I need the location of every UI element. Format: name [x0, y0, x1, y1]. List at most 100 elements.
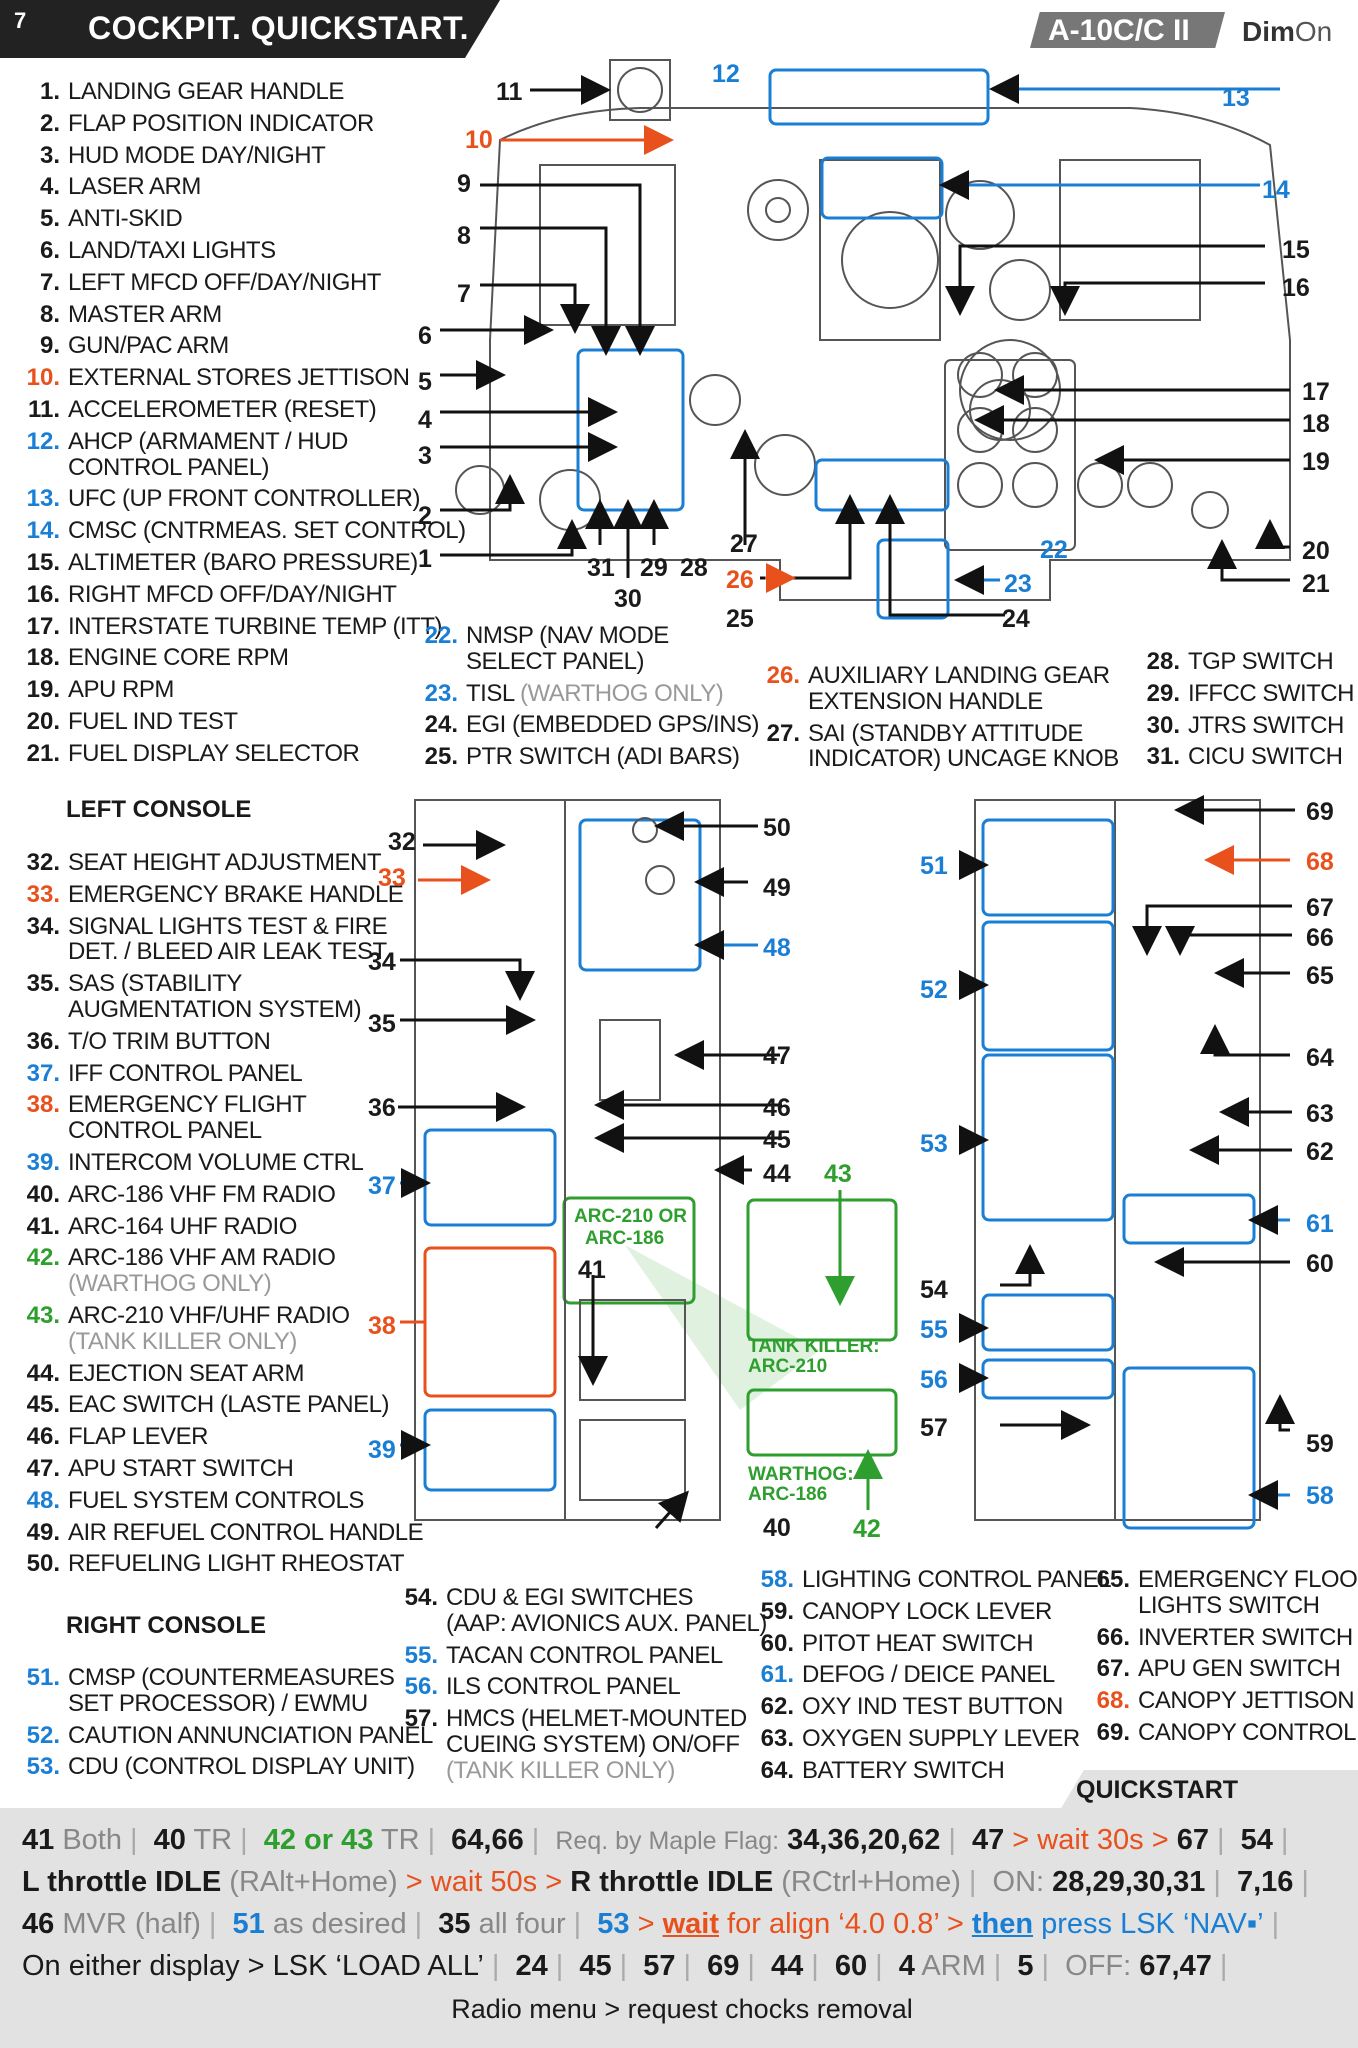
right-console-title: RIGHT CONSOLE	[66, 1612, 267, 1639]
callout-25: 25	[726, 605, 754, 633]
callout-42: 42	[853, 1515, 881, 1543]
callout-67: 67	[1306, 894, 1334, 922]
legend-number: 23.	[424, 679, 458, 707]
legend-item: 15.ALTIMETER (BARO PRESSURE)	[16, 547, 466, 579]
callout-20: 20	[1302, 537, 1330, 565]
legend-text: JTRS SWITCH	[1188, 711, 1344, 739]
legend-number: 35.	[26, 970, 60, 998]
legend-item: 61.DEFOG / DEICE PANEL	[754, 1659, 1111, 1691]
legend-text: PTR SWITCH (ADI BARS)	[466, 743, 740, 771]
legend-number: 8.	[39, 300, 60, 328]
legend-number: 59.	[760, 1597, 794, 1625]
legend-number: 28.	[1146, 648, 1180, 675]
callout-34: 34	[368, 948, 396, 976]
legend-item: 48.FUEL SYSTEM CONTROLS	[16, 1485, 423, 1517]
legend-number: 32.	[26, 849, 60, 876]
legend-number: 51.	[26, 1664, 60, 1691]
legend-item: 14.CMSC (CNTRMEAS. SET CONTROL)	[16, 515, 466, 547]
callout-47: 47	[763, 1042, 791, 1070]
sequence-line-5: Radio menu > request chocks removal	[451, 1994, 913, 2024]
legend-item: 8. MASTER ARM	[16, 299, 466, 331]
right-console-drawing	[974, 799, 1261, 1521]
callout-5: 5	[418, 368, 432, 396]
legend-number: 47.	[26, 1454, 60, 1482]
legend-text: AIR REFUEL CONTROL HANDLE	[68, 1518, 424, 1546]
legend-number: 64.	[760, 1756, 794, 1784]
legend-number: 4.	[39, 173, 60, 201]
warthog-label-2: ARC-186	[748, 1484, 827, 1505]
defog-box	[1122, 1193, 1256, 1245]
legend-item: 66.INVERTER SWITCH	[1090, 1622, 1358, 1654]
legend-item: 3.HUD MODE DAY/NIGHT	[16, 140, 466, 172]
legend-text: FUEL SYSTEM CONTROLS	[68, 1486, 364, 1514]
legend-text: APU GEN SWITCH	[1138, 1655, 1341, 1683]
legend-text: EAC SWITCH (LASTE PANEL)	[68, 1391, 389, 1419]
legend-text: LEFT MFCD OFF/DAY/NIGHT	[68, 268, 381, 296]
legend-item: 31.CICU SWITCH	[1140, 741, 1354, 773]
legend-item: 45.EAC SWITCH (LASTE PANEL)	[16, 1389, 423, 1421]
legend-number: 40.	[26, 1180, 60, 1208]
callout-57: 57	[920, 1414, 948, 1442]
legend-number: 69.	[1096, 1718, 1130, 1746]
legend-text: LASER ARM	[68, 173, 201, 201]
legend-text: EGI (EMBEDDED GPS/INS)	[466, 711, 760, 739]
header-bar	[0, 0, 500, 58]
legend-text: TACAN CONTROL PANEL	[446, 1641, 723, 1669]
legend-text: MASTER ARM	[68, 300, 222, 328]
callout-45: 45	[763, 1126, 791, 1154]
legend-text: UFC (UP FRONT CONTROLLER)	[68, 485, 420, 513]
callout-65: 65	[1306, 962, 1334, 990]
legend-text: ENGINE CORE RPM	[68, 644, 289, 672]
page-number: 7	[14, 8, 27, 33]
legend-item: 16.RIGHT MFCD OFF/DAY/NIGHT	[16, 579, 466, 611]
legend-item: 56.ILS CONTROL PANEL	[398, 1671, 767, 1703]
callout-23: 23	[1004, 570, 1032, 598]
caution-box	[981, 920, 1115, 1052]
legend-item: 55.TACAN CONTROL PANEL	[398, 1640, 767, 1672]
callout-1: 1	[418, 545, 432, 573]
sequence-tab	[1060, 1770, 1358, 1810]
legend-item: 68.CANOPY JETTISON	[1090, 1685, 1358, 1717]
callout-51: 51	[920, 852, 948, 880]
legend-item: 33.EMERGENCY BRAKE HANDLE	[16, 879, 423, 911]
legend-text: ALTIMETER (BARO PRESSURE)	[68, 548, 418, 576]
legend-number: 38.	[26, 1091, 60, 1119]
legend-number: 30.	[1146, 711, 1180, 739]
legend-item: 63.OXYGEN SUPPLY LEVER	[754, 1723, 1111, 1755]
page-title: COCKPIT. QUICKSTART.	[88, 10, 469, 46]
callout-68: 68	[1306, 848, 1334, 876]
ufc-box	[768, 68, 990, 126]
legend-text: EMERGENCY BRAKE HANDLE	[68, 880, 404, 908]
callout-63: 63	[1306, 1100, 1334, 1128]
legend-text: CAUTION ANNUNCIATION PANEL	[68, 1721, 433, 1749]
legend-text: RIGHT MFCD OFF/DAY/NIGHT	[68, 580, 397, 608]
legend-number: 27.	[766, 719, 800, 747]
legend-text: CICU SWITCH	[1188, 743, 1343, 771]
callout-52: 52	[920, 976, 948, 1004]
legend-item: 29.IFFCC SWITCH	[1140, 678, 1355, 710]
legend-text: ACCELEROMETER (RESET)	[68, 395, 377, 423]
callout-35: 35	[368, 1010, 396, 1038]
legend-text: TISL (WARTHOG ONLY)	[466, 679, 724, 707]
callout-26: 26	[726, 566, 754, 594]
callout-28: 28	[680, 554, 708, 582]
callout-43: 43	[824, 1160, 852, 1188]
legend-text: INTERCOM VOLUME CTRL	[68, 1148, 364, 1176]
legend-item: 53.CDU (CONTROL DISPLAY UNIT)	[16, 1751, 433, 1783]
legend-item: 23. TISL (WARTHOG ONLY)	[418, 678, 759, 710]
callout-9: 9	[457, 170, 471, 198]
sequence-line-2: L throttle IDLE (RAlt+Home) > wait 50s >…	[22, 1866, 1309, 1898]
callout-40: 40	[763, 1514, 791, 1542]
arc210-box	[746, 1198, 898, 1342]
legend-number: 14.	[26, 517, 60, 545]
legend-text: ARC-186 VHF FM RADIO	[68, 1180, 336, 1208]
callout-39: 39	[368, 1436, 396, 1464]
